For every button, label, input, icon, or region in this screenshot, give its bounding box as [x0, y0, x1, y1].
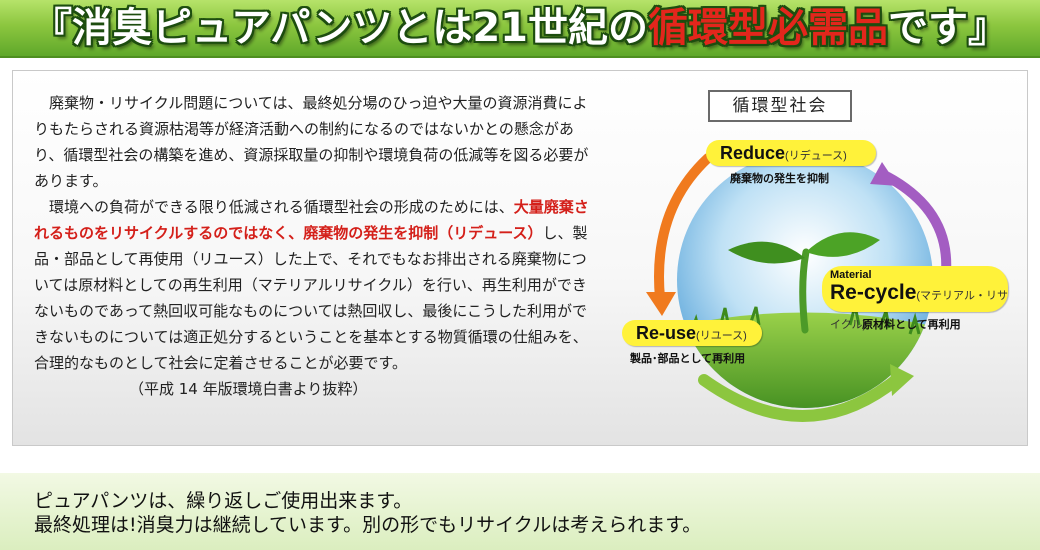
reuse-sub: (リユース)	[696, 330, 747, 342]
reuse-label: Re-use(リユース)	[622, 320, 762, 346]
reduce-caption: 廃棄物の発生を抑制	[730, 172, 829, 185]
arrow-orange-head	[646, 292, 676, 316]
arrow-purple	[881, 171, 952, 277]
reuse-main: Re-use(リユース)	[636, 322, 747, 347]
reduce-main: Reduce(リデュース)	[720, 142, 847, 167]
arrow-orange	[654, 153, 713, 303]
recycle-pre: Material	[830, 269, 872, 281]
reduce-sub: (リデュース)	[785, 150, 847, 162]
arrow-green-head	[890, 364, 914, 396]
recycle-main: Re-cycle(マテリアル・リサイクル)	[830, 280, 1008, 338]
paragraph-1: 廃棄物・リサイクル問題については、最終処分場のひっ迫や大量の資源消費によりもたら…	[34, 94, 589, 190]
footer-text: ピュアパンツは、繰り返しご使用出来ます。 最終処理は!消臭力は継続しています。別…	[34, 489, 701, 537]
footer-strip	[0, 473, 1040, 550]
page-title: 『消臭ピュアパンツとは21世紀の循環型必需品です』	[0, 3, 1040, 53]
reduce-label: Reduce(リデュース)	[706, 140, 876, 166]
paragraph-2-highlight: 大量廃棄されるものをリサイクルするのではなく、廃棄物の発生を抑制（リデュース）	[34, 198, 589, 242]
paragraph-2: 環境への負荷ができる限り低減される循環型社会の形成のためには、大量廃棄されるもの…	[34, 194, 594, 402]
reuse-caption: 製品･部品として再利用	[630, 352, 746, 365]
sprout-icon	[728, 232, 880, 334]
title-accent-text: 循環型必需品	[648, 5, 889, 51]
title-text-end: です』	[888, 5, 1009, 51]
paragraph-2-text-rest: し、製品・部品として再使用（リユース）した上で、それでもなお排出される廃棄物につ…	[34, 224, 588, 372]
reduce-text: Reduce	[720, 143, 786, 163]
header-banner: 『消臭ピュアパンツとは21世紀の循環型必需品です』	[0, 0, 1040, 58]
cycle-diagram: 循環型社会 Reduce(リデュース) 廃棄物の発生を抑制 Material R…	[600, 80, 1030, 440]
paragraph-2-text: 環境への負荷ができる限り低減される循環型社会の形成のためには、	[49, 198, 514, 216]
recycle-caption: 原材料として再利用	[862, 318, 961, 331]
reuse-text: Re-use	[636, 323, 697, 343]
recycle-label: Material Re-cycle(マテリアル・リサイクル)	[822, 266, 1008, 331]
recycle-sub: (マテリアル・リサイクル)	[830, 290, 1008, 331]
title-text: 『消臭ピュアパンツとは21世紀の	[31, 5, 649, 51]
footer-line-2: 最終処理は!消臭力は継続しています。別の形でもリサイクルは考えられます。	[34, 514, 702, 536]
footer-line-1: ピュアパンツは、繰り返しご使用出来ます。	[34, 490, 413, 512]
arrow-purple-head	[870, 162, 898, 186]
recycle-text: Re-cycle	[830, 281, 917, 304]
cycle-title: 循環型社会	[708, 90, 852, 122]
article-text: 廃棄物・リサイクル問題については、最終処分場のひっ迫や大量の資源消費によりもたら…	[34, 90, 594, 402]
source-citation: （平成 14 年版環境白書より抜粋）	[129, 380, 368, 398]
cycle-illustration	[646, 152, 952, 422]
arrow-green	[698, 374, 902, 422]
